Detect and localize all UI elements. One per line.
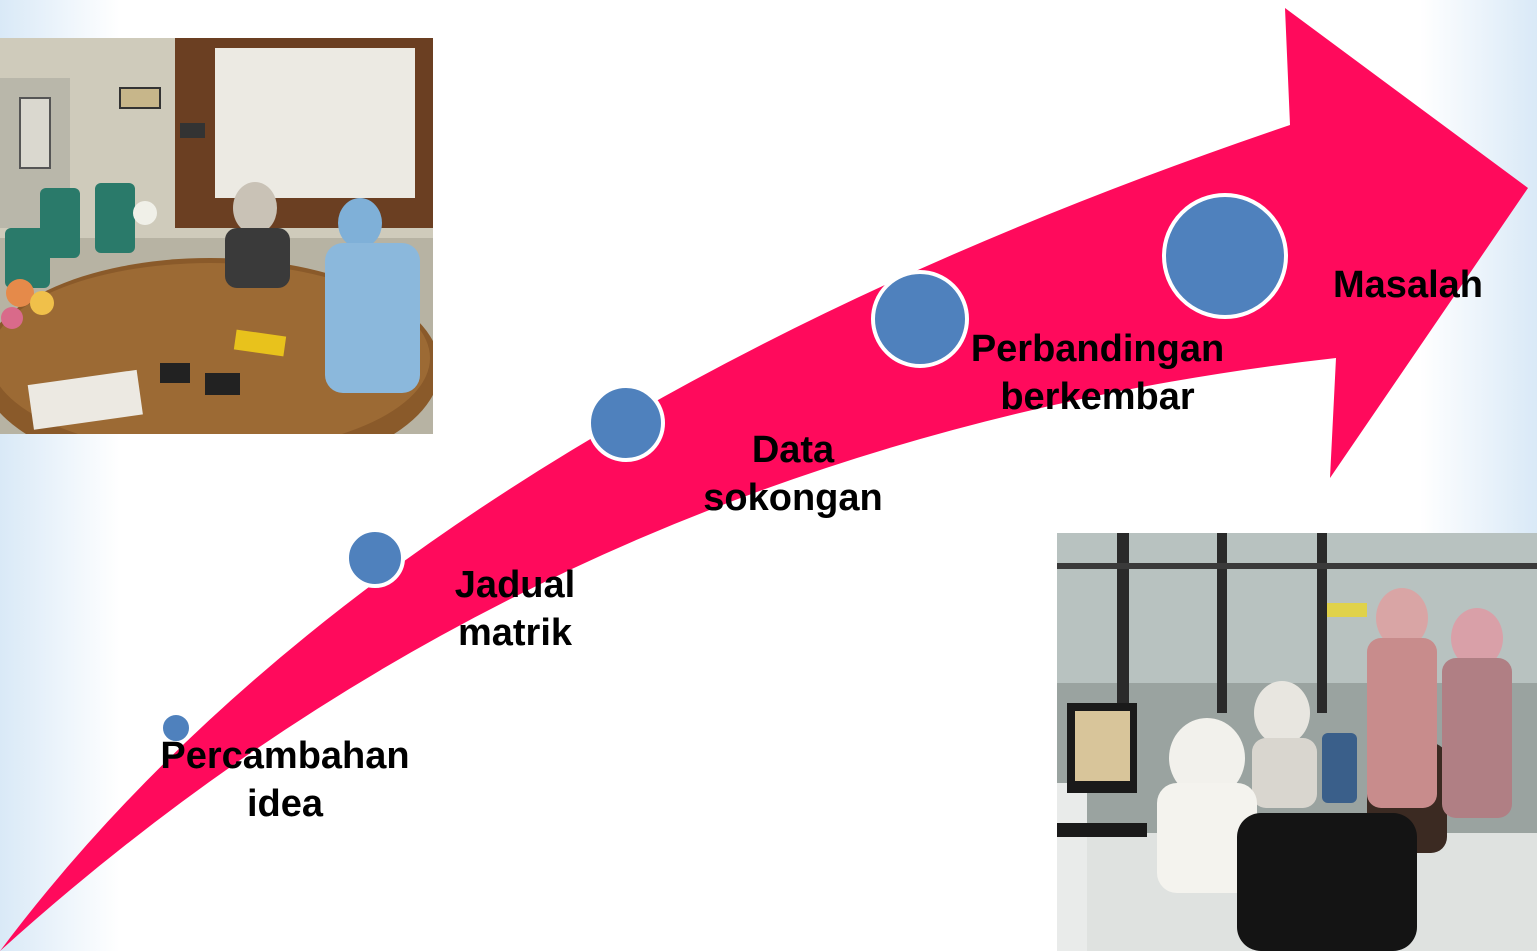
step-label-3-line1: Data: [751, 429, 835, 471]
step-label-2: Jadual matrik: [425, 562, 605, 657]
step-label-2-line2: matrik: [457, 611, 573, 654]
milestone-circle-1: [159, 711, 193, 745]
milestone-circle-3: [587, 384, 665, 462]
milestone-circle-4: [871, 270, 969, 368]
office-computer-photo: [1057, 533, 1537, 951]
step-label-4-line1: Perbandingan: [970, 328, 1225, 370]
step-label-5: Masalah: [1318, 262, 1498, 310]
meeting-room-photo: [0, 38, 433, 434]
step-label-4: Perbandingan berkembar: [950, 326, 1245, 421]
step-label-1-line2: idea: [246, 782, 324, 825]
step-label-1-line1: Percambahan: [160, 735, 410, 777]
curved-arrow: [0, 8, 1528, 951]
step-label-2-line1: Jadual: [454, 564, 576, 606]
step-label-4-line2: berkembar: [1000, 375, 1195, 418]
step-label-1: Percambahan idea: [145, 733, 425, 828]
milestone-circle-2: [345, 528, 405, 588]
milestone-circles: [159, 193, 1288, 745]
milestone-circle-5: [1162, 193, 1288, 319]
step-label-3: Data sokongan: [688, 427, 898, 522]
step-label-5-line1: Masalah: [1333, 264, 1483, 306]
step-label-3-line2: sokongan: [703, 476, 883, 519]
